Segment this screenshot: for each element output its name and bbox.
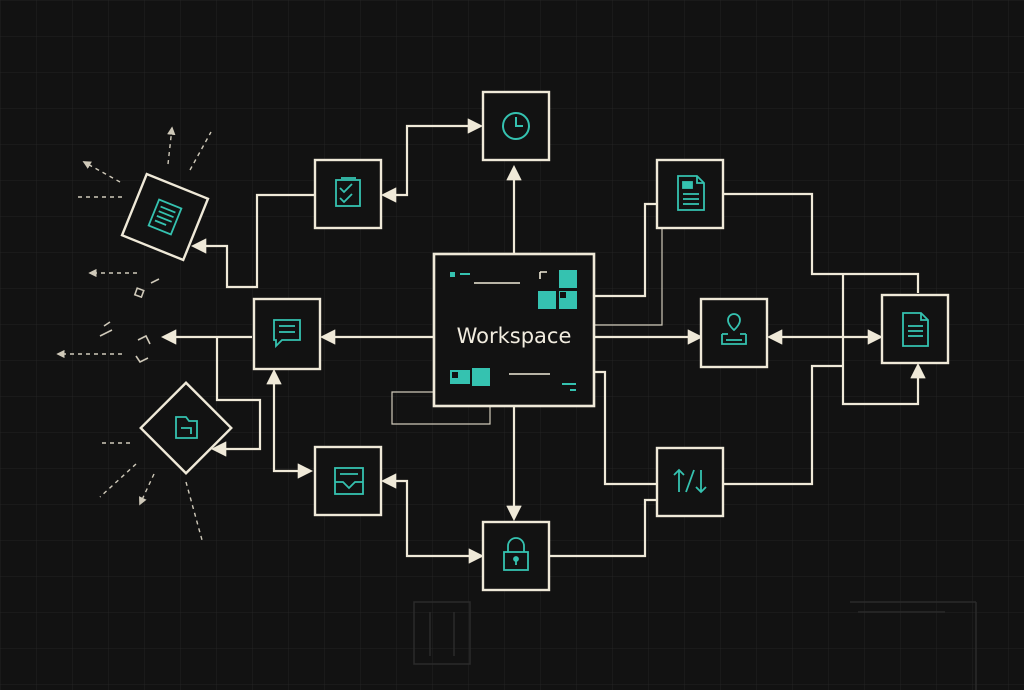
inbox-node[interactable] <box>313 445 383 517</box>
file-icon <box>677 175 705 211</box>
burst-fragments <box>99 278 160 364</box>
edge-center-file-top <box>594 202 656 298</box>
chat-node[interactable] <box>252 297 322 371</box>
sync-arrows-icon <box>673 468 707 494</box>
burst-arrows <box>56 126 212 541</box>
edge-checklist-clock <box>380 118 484 203</box>
document-icon <box>147 198 183 236</box>
edge-lock-sync <box>550 498 658 558</box>
edge-file-right-loop <box>841 274 926 406</box>
chat-icon <box>273 319 301 349</box>
lock-icon <box>503 537 529 571</box>
clock-icon <box>502 112 530 140</box>
workspace-label: Workspace <box>457 324 572 348</box>
folder-icon <box>175 416 198 439</box>
inbox-icon <box>334 467 364 495</box>
file-icon <box>902 312 929 347</box>
connectors <box>160 118 926 564</box>
edge-file-top-file-right <box>724 192 920 293</box>
edge-chat-inbox <box>266 368 314 479</box>
edge-inbox-lock <box>380 473 485 564</box>
ghost-decorations <box>413 601 977 690</box>
checklist-icon <box>335 177 361 207</box>
file-right-node[interactable] <box>880 293 950 365</box>
file-top-node[interactable] <box>655 158 725 230</box>
edge-checklist-document <box>190 193 314 289</box>
edge-chat-folder <box>210 337 262 457</box>
edge-center-sync <box>594 370 656 486</box>
workspace-node[interactable]: Workspace <box>432 252 596 408</box>
lock-node[interactable] <box>481 520 551 592</box>
workspace-decor-icon <box>450 270 577 391</box>
checklist-node[interactable] <box>313 158 383 230</box>
document-left-node[interactable] <box>120 172 210 262</box>
upload-node[interactable] <box>699 297 769 369</box>
sync-node[interactable] <box>655 446 725 518</box>
edge-sync-file-right <box>724 364 843 486</box>
clock-node[interactable] <box>481 90 551 162</box>
upload-icon <box>721 313 747 345</box>
